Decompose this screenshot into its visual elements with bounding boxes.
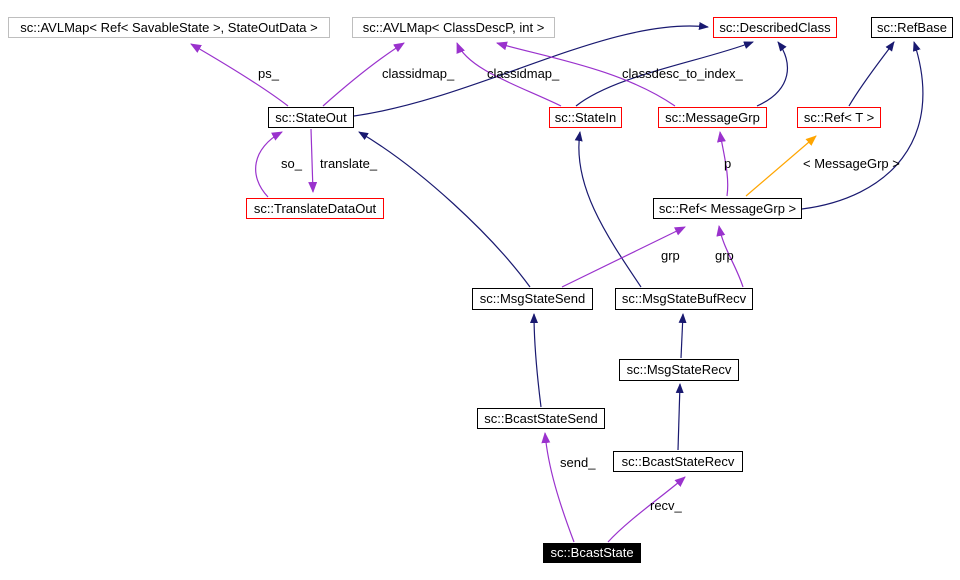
node-avlmap-savablestate[interactable]: sc::AVLMap< Ref< SavableState >, StateOu… — [8, 17, 330, 38]
edge-label-classdesc-to-index: classdesc_to_index_ — [622, 66, 743, 81]
edge-inherit-bcaststaterecv-msgstaterecv — [675, 383, 684, 451]
node-refbase[interactable]: sc::RefBase — [871, 17, 953, 38]
edge-inherit-reft-refbase — [848, 41, 895, 107]
edge-label-grp-send: grp — [661, 248, 680, 263]
edge-inherit-msgstatebufrecv-statein — [574, 131, 642, 288]
node-msgstatesend[interactable]: sc::MsgStateSend — [472, 288, 593, 310]
edge-label-recv: recv_ — [650, 498, 682, 513]
node-messagegrp[interactable]: sc::MessageGrp — [658, 107, 767, 128]
edge-label-p: p — [724, 156, 732, 171]
edge-label-grp-recv: grp — [715, 248, 734, 263]
edge-label-ps: ps_ — [258, 66, 279, 81]
edge-label-template-instance: < MessageGrp > — [803, 156, 900, 171]
node-msgstaterecv[interactable]: sc::MsgStateRecv — [619, 359, 739, 381]
node-translatedataout[interactable]: sc::TranslateDataOut — [246, 198, 384, 219]
node-stateout[interactable]: sc::StateOut — [268, 107, 354, 128]
edge-inherit-msgstatesend-stateout — [358, 131, 531, 288]
node-ref-t[interactable]: sc::Ref< T > — [797, 107, 881, 128]
node-msgstatebufrecv[interactable]: sc::MsgStateBufRecv — [615, 288, 753, 310]
edge-label-classidmap-stateout: classidmap_ — [382, 66, 455, 81]
edge-inherit-messagegrp-describedclass — [756, 41, 789, 107]
edge-label-classidmap-statein: classidmap_ — [487, 66, 560, 81]
node-bcaststatesend[interactable]: sc::BcastStateSend — [477, 408, 605, 429]
node-describedclass[interactable]: sc::DescribedClass — [713, 17, 837, 38]
edge-usage-stateout-translatedataout — [308, 128, 318, 193]
edge-usage-translatedataout-stateout — [255, 131, 283, 198]
edge-inherit-msgstaterecv-msgstatebufrecv — [678, 313, 687, 359]
node-statein[interactable]: sc::StateIn — [549, 107, 622, 128]
edge-label-translate: translate_ — [320, 156, 378, 171]
edge-usage-bcaststate-bcaststatesend — [541, 432, 575, 543]
edge-label-so: so_ — [281, 156, 302, 171]
node-bcaststaterecv[interactable]: sc::BcastStateRecv — [613, 451, 743, 472]
edge-inherit-bcaststatesend-msgstatesend — [530, 313, 542, 408]
node-bcaststate[interactable]: sc::BcastState — [543, 543, 641, 563]
edge-label-send: send_ — [560, 455, 596, 470]
node-ref-messagegrp[interactable]: sc::Ref< MessageGrp > — [653, 198, 802, 219]
node-avlmap-classdescp[interactable]: sc::AVLMap< ClassDescP, int > — [352, 17, 555, 38]
